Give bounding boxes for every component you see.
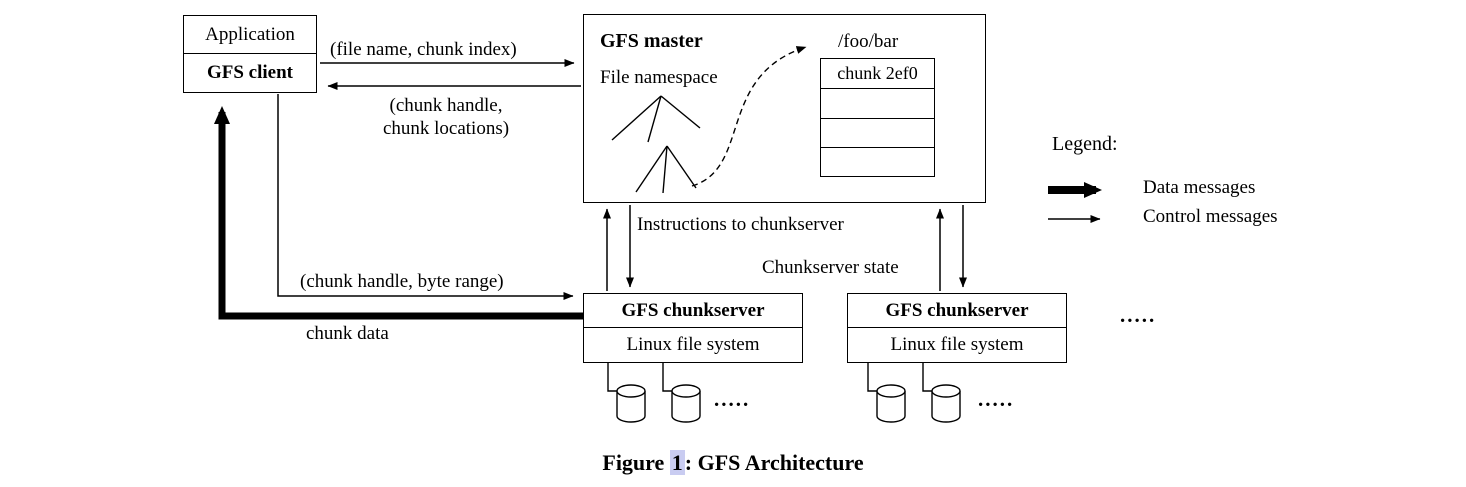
chunkserver-left-title: GFS chunkserver	[584, 294, 802, 328]
arrow-chunk-data-thick	[214, 106, 583, 320]
chunk-table: chunk 2ef0	[820, 58, 935, 177]
label-chunkserver-state: Chunkserver state	[762, 257, 899, 278]
disk-cylinder	[616, 384, 646, 423]
client-box: Application GFS client	[183, 15, 317, 93]
chunkserver-left-subtitle: Linux file system	[626, 334, 760, 355]
caption-suffix: : GFS Architecture	[684, 450, 864, 475]
disk-connectors	[607, 363, 932, 392]
ellipsis-right-disks: .....	[978, 387, 1015, 411]
legend-data-messages-label: Data messages	[1143, 177, 1256, 198]
application-label: Application	[184, 16, 316, 54]
chunkserver-box-right: GFS chunkserver Linux file system	[847, 293, 1067, 363]
label-instructions-to-chunkserver: Instructions to chunkserver	[637, 214, 844, 235]
gfs-client-label: GFS client	[206, 62, 294, 83]
label-chunk-handle-line2: chunk locations)	[382, 118, 510, 139]
label-chunk-handle-locations: (chunk handle, chunk locations)	[341, 94, 551, 140]
label-chunk-data: chunk data	[306, 323, 389, 344]
chunk-row: chunk 2ef0	[837, 63, 918, 84]
disk-cylinder	[671, 384, 701, 423]
ellipsis-left-disks: .....	[714, 387, 751, 411]
caption-figure-number: 1	[669, 450, 685, 475]
disk-cylinder	[876, 384, 906, 423]
chunk-row	[821, 146, 934, 176]
chunk-row	[821, 117, 934, 147]
chunk-row	[821, 88, 934, 117]
label-chunk-handle-byte-range: (chunk handle, byte range)	[300, 271, 504, 292]
chunkserver-right-title: GFS chunkserver	[848, 294, 1066, 328]
arrow-chunk-handle-byte-range	[277, 94, 574, 300]
namespace-lookup-dashed-arrow	[691, 46, 807, 187]
figure-caption: Figure 1: GFS Architecture	[0, 450, 1466, 476]
legend-control-messages-label: Control messages	[1143, 206, 1278, 227]
ellipsis-more-chunkservers: .....	[1120, 303, 1157, 327]
chunkserver-right-subtitle: Linux file system	[890, 334, 1024, 355]
file-namespace-label: File namespace	[600, 67, 718, 88]
disk-cylinder	[931, 384, 961, 423]
label-file-name-chunk-index: (file name, chunk index)	[330, 39, 517, 60]
foo-bar-path-label: /foo/bar	[838, 31, 899, 52]
namespace-tree	[611, 95, 701, 194]
master-title: GFS master	[600, 30, 703, 52]
master-box	[583, 14, 986, 203]
caption-prefix: Figure	[602, 450, 670, 475]
chunkserver-box-left: GFS chunkserver Linux file system	[583, 293, 803, 363]
label-chunk-handle-line1: (chunk handle,	[389, 95, 503, 116]
legend-title: Legend:	[1052, 133, 1118, 155]
